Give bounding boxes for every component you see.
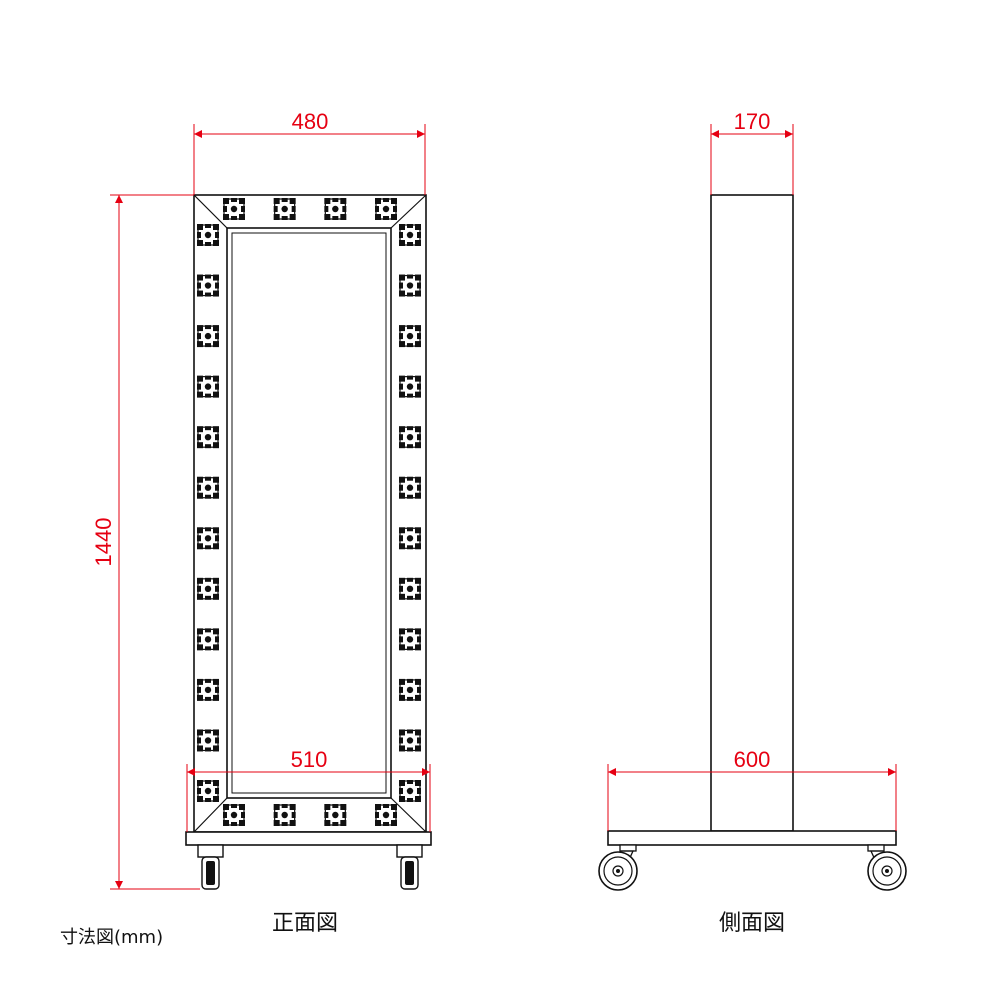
- frame-connector-left: [196, 425, 220, 449]
- frame-connector-right: [398, 627, 422, 651]
- frame-connector-left: [196, 223, 220, 247]
- frame-connector-top: [273, 197, 297, 221]
- side-caster-left: [598, 844, 638, 891]
- frame-connector-right: [398, 728, 422, 753]
- frame-connector-left: [196, 577, 220, 601]
- dimension-label-170: 170: [734, 109, 771, 134]
- frame-connector-left: [196, 273, 220, 298]
- dimension-front-width: 480: [193, 109, 426, 195]
- caption-side-view: 側面図: [719, 911, 785, 936]
- dimension-front-base-width: 510: [186, 747, 431, 832]
- front-view: 480 1440 510 正面図: [91, 109, 432, 936]
- dimension-side-base-width: 600: [607, 747, 897, 831]
- frame-connector-left: [196, 728, 220, 753]
- frame-connector-right: [398, 425, 422, 449]
- frame-connector-left: [196, 375, 220, 399]
- front-caster-left: [197, 844, 224, 890]
- front-base-plate: [185, 831, 432, 846]
- front-frame-inner: [226, 227, 392, 799]
- frame-connector-right: [398, 273, 422, 298]
- frame-connector-right: [398, 526, 422, 550]
- frame-connector-right: [398, 375, 422, 399]
- frame-connector-bottom: [222, 803, 246, 827]
- frame-connector-bottom: [374, 803, 398, 827]
- frame-connector-left: [196, 526, 220, 550]
- unit-note: 寸法図(mm): [60, 927, 163, 948]
- frame-connector-top: [374, 197, 398, 221]
- frame-connector-right: [398, 324, 422, 348]
- frame-connector-right: [398, 577, 422, 601]
- frame-connector-left: [196, 779, 220, 803]
- frame-connector-right: [398, 678, 422, 702]
- frame-connector-right: [398, 223, 422, 247]
- side-view: 170 600 側面図: [598, 109, 907, 936]
- dimension-front-height: 1440: [91, 194, 200, 890]
- front-caster-right: [396, 844, 423, 890]
- frame-connector-left: [196, 627, 220, 651]
- frame-connector-top: [323, 197, 347, 221]
- side-base-plate: [607, 830, 897, 846]
- frame-connector-right: [398, 476, 422, 500]
- dimension-label-1440: 1440: [91, 518, 116, 567]
- frame-connector-left: [196, 324, 220, 348]
- frame-connector-right: [398, 779, 422, 803]
- frame-connector-bottom: [323, 803, 347, 827]
- caption-front-view: 正面図: [272, 911, 338, 936]
- frame-connectors: [196, 197, 422, 827]
- frame-connector-bottom: [273, 803, 297, 827]
- dimension-label-600: 600: [734, 747, 771, 772]
- dimension-label-480: 480: [292, 109, 329, 134]
- frame-connector-left: [196, 678, 220, 702]
- frame-connector-left: [196, 476, 220, 500]
- frame-connector-top: [222, 197, 246, 221]
- dimension-label-510: 510: [291, 747, 328, 772]
- side-caster-right: [867, 844, 907, 891]
- dimension-side-depth: 170: [710, 109, 794, 195]
- side-panel: [710, 194, 794, 832]
